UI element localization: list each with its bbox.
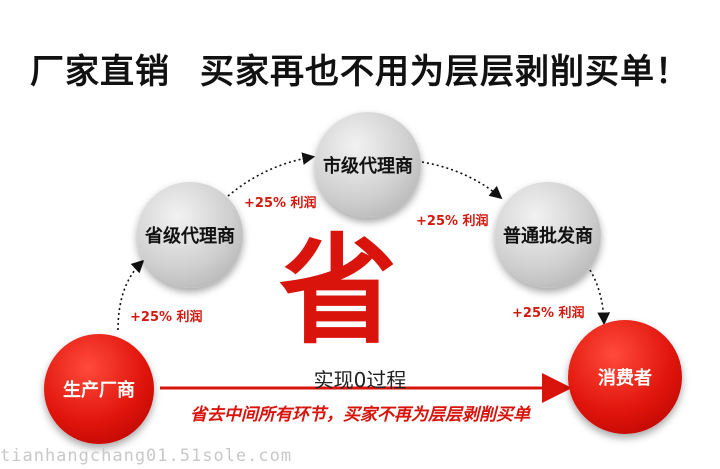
node-provincial-agent-label: 省级代理商	[145, 226, 235, 247]
profit-label-2: +25% 利润	[244, 196, 317, 211]
node-city-agent-label: 市级代理商	[323, 156, 413, 177]
node-wholesaler-label: 普通批发商	[503, 226, 593, 247]
arrow-manufacturer-to-provincial	[117, 259, 145, 331]
node-city-agent: 市级代理商	[315, 112, 421, 218]
arrow-city-to-wholesaler	[421, 161, 503, 200]
node-wholesaler: 普通批发商	[495, 182, 601, 288]
node-manufacturer-label: 生产厂商	[63, 380, 135, 401]
bottom-slogan: 省去中间所有环节，买家不再为层层剥削买单	[190, 405, 530, 425]
headline-left: 厂家直销	[30, 52, 170, 92]
node-provincial-agent: 省级代理商	[137, 182, 243, 288]
headline-right: 买家再也不用为层层剥削买单！	[200, 52, 690, 92]
profit-label-1: +25% 利润	[130, 310, 203, 325]
headline: 厂家直销买家再也不用为层层剥削买单！	[0, 44, 720, 93]
arrow-provincial-to-city	[227, 152, 316, 197]
watermark: tianhangchang01.51sole.com	[0, 446, 293, 466]
profit-label-4: +25% 利润	[512, 306, 585, 321]
zero-process-label: 实现0过程	[313, 368, 407, 392]
save-character: 省	[278, 221, 397, 360]
node-manufacturer: 生产厂商	[44, 334, 154, 444]
arrow-wholesaler-to-consumer	[589, 269, 611, 326]
profit-label-3: +25% 利润	[416, 214, 489, 229]
node-consumer-label: 消费者	[598, 368, 652, 389]
node-consumer: 消费者	[568, 320, 682, 434]
